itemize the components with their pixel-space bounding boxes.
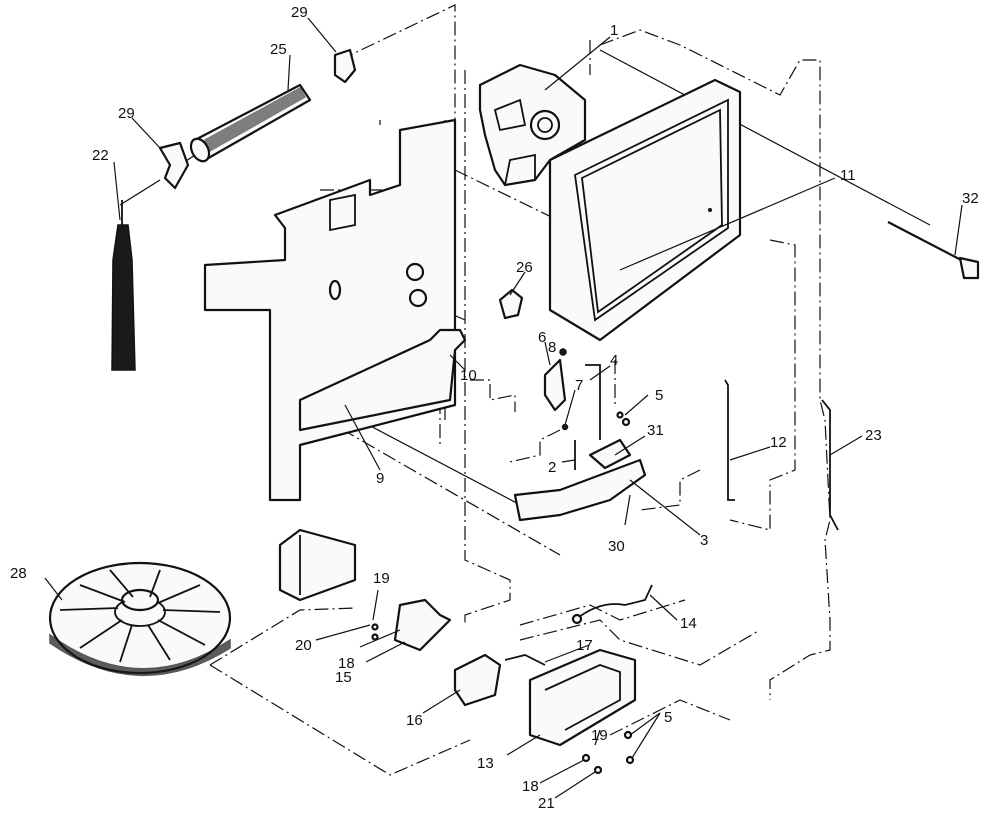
governor-linkage — [513, 348, 647, 522]
callout-18a: 18 — [338, 655, 355, 672]
flywheel — [48, 561, 232, 677]
callout-32: 32 — [962, 190, 979, 207]
callout-17: 17 — [576, 637, 593, 654]
callout-3: 3 — [700, 532, 708, 549]
hose-clamp-upper — [333, 48, 357, 84]
hose-clamp-lower — [158, 141, 190, 190]
callout-19b: 19 — [591, 727, 608, 744]
callout-5b: 5 — [664, 709, 672, 726]
part-26-clip — [498, 288, 524, 320]
callout-30: 30 — [608, 538, 625, 555]
callout-5a: 5 — [655, 387, 663, 404]
callout-22: 22 — [92, 147, 109, 164]
breather-tube — [189, 83, 312, 163]
callout-12: 12 — [770, 434, 787, 451]
callout-19a: 19 — [373, 570, 390, 587]
callout-13: 13 — [477, 755, 494, 772]
callout-21: 21 — [538, 795, 555, 812]
linkage-rod-12 — [724, 379, 735, 501]
blower-housing-plate — [203, 118, 467, 502]
screws-and-washers — [371, 411, 635, 775]
callout-leaders — [44, 17, 963, 799]
callout-11: 11 — [840, 167, 856, 184]
small-shroud — [278, 528, 357, 602]
callout-labels: 1 2 3 4 5 5 6 7 8 9 10 11 12 13 14 15 16… — [10, 4, 979, 812]
callout-18b: 18 — [522, 778, 539, 795]
callout-20: 20 — [295, 637, 312, 654]
carburetor — [478, 63, 587, 187]
callout-4: 4 — [610, 352, 618, 369]
callout-7: 7 — [575, 377, 583, 394]
callout-28: 28 — [10, 565, 27, 582]
callout-31: 31 — [647, 422, 664, 439]
callout-23: 23 — [865, 427, 882, 444]
callout-26: 26 — [516, 259, 533, 276]
ground-wire-14 — [571, 584, 653, 625]
air-cleaner-housing — [548, 78, 742, 342]
callout-16: 16 — [406, 712, 423, 729]
callout-14: 14 — [680, 615, 697, 632]
callout-8: 8 — [548, 339, 556, 356]
bolt-32 — [887, 221, 980, 280]
callout-1: 1 — [610, 22, 618, 39]
callout-2: 2 — [548, 459, 556, 476]
assembly-dash-lines — [209, 4, 831, 776]
spark-plug-boot — [111, 200, 136, 371]
ignition-coil-assembly — [393, 598, 637, 747]
callout-6: 6 — [538, 329, 546, 346]
callout-10: 10 — [460, 367, 477, 384]
callout-25: 25 — [270, 41, 287, 58]
linkage-rod-23 — [821, 399, 839, 531]
callout-29b: 29 — [118, 105, 135, 122]
callout-9: 9 — [376, 470, 384, 487]
callout-29a: 29 — [291, 4, 308, 21]
callout-15: 15 — [335, 669, 352, 686]
